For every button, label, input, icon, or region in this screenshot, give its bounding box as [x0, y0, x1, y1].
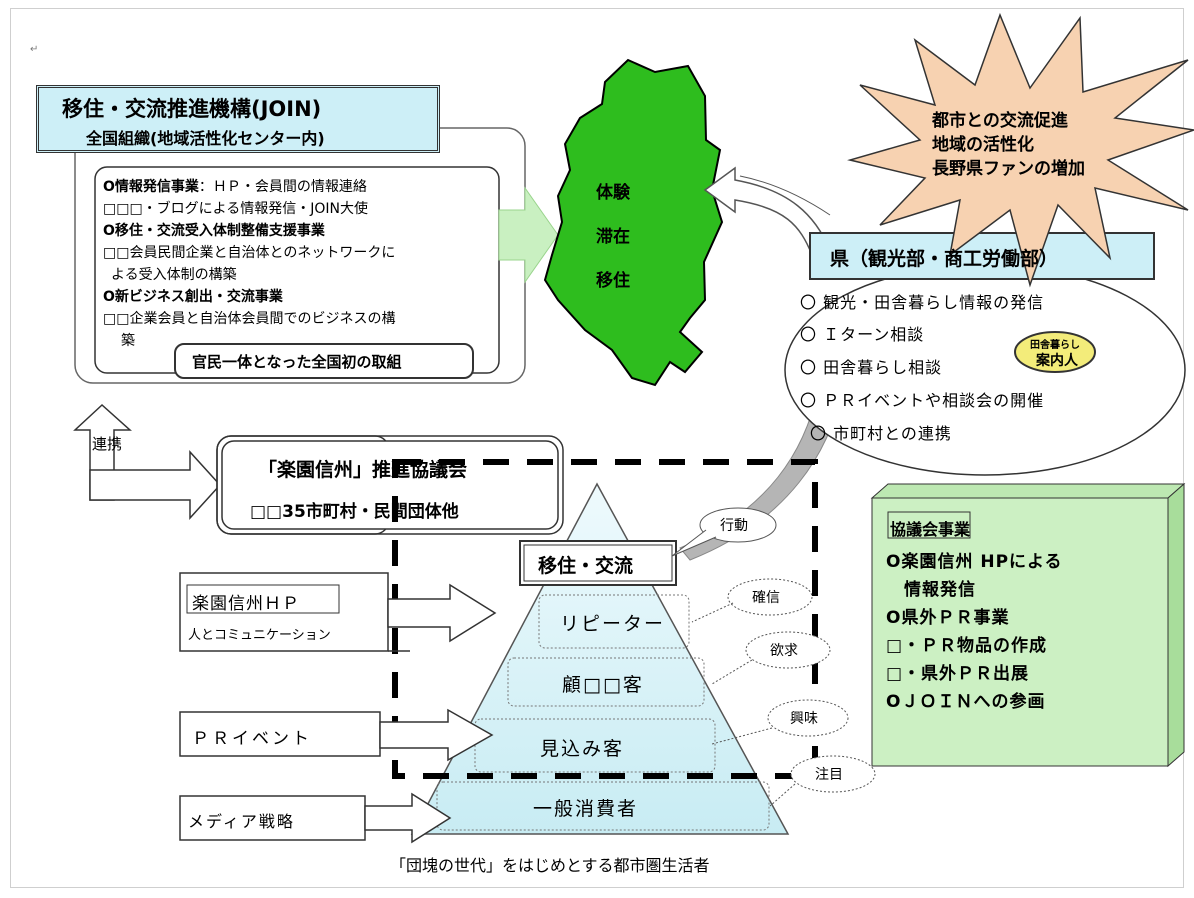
pyramid-level-4: 一般消費者 [533, 798, 639, 820]
guide-badge-line-2: 案内人 [1036, 353, 1078, 369]
nagano-map-shape [543, 58, 724, 387]
join-content: O情報発信事業：ＨＰ・会員間の情報連絡 □□□・ブログによる情報発信・JOIN大… [103, 176, 495, 352]
join-line-7: □□企業会員と自治体会員間でのビジネスの構 [103, 311, 396, 327]
hp-channel-sub: 人とコミュニケーション [188, 628, 331, 643]
prefecture-title: 県（観光部・商工労働部） [830, 248, 1059, 270]
bubble-attention: 注目 [815, 767, 843, 783]
starburst-line-2: 地域の活性化 [932, 135, 1034, 155]
renkei-right-arrow [89, 450, 222, 520]
prefecture-item-3: 〇 田舎暮らし相談 [800, 358, 943, 377]
join-line-2: □□□・ブログによる情報発信・JOIN大使 [103, 201, 369, 217]
starburst-line-3: 長野県ファンの増加 [932, 159, 1085, 179]
council-box-line-4: □・ＰＲ物品の作成 [886, 636, 1048, 656]
map-label-3: 移住 [596, 271, 630, 291]
council-box-line-5: □・県外ＰＲ出展 [886, 664, 1030, 684]
join-line-4: □□会員民間企業と自治体とのネットワークに [103, 245, 396, 261]
join-title-box [36, 85, 440, 153]
hp-title-box [186, 584, 340, 614]
hp-channel-title: 楽園信州ＨＰ [192, 594, 300, 614]
pyramid [410, 482, 790, 835]
council-activity-box [871, 497, 1169, 767]
join-line-6: O新ビジネス創出・交流事業 [103, 289, 283, 305]
council-box-title: 協議会事業 [890, 520, 971, 539]
level-box-4 [436, 781, 770, 831]
join-title: 移住・交流推進機構(JOIN) [62, 97, 322, 121]
event-channel-box [179, 711, 381, 757]
figure-frame [10, 8, 1184, 888]
pyramid-top-label: 移住・交流 [538, 555, 634, 577]
prefecture-item-1: 〇 観光・田舎暮らし情報の発信 [800, 293, 1045, 312]
guide-badge-line-1: 田舎暮らし [1030, 340, 1080, 351]
prefecture-item-2: 〇 Ｉターン相談 [800, 325, 925, 344]
renkei-label: 連携 [92, 435, 123, 453]
join-subtitle: 全国組織(地域活性化センター内) [86, 129, 325, 148]
guide-badge-ellipse [1014, 331, 1096, 373]
council-subtitle: □□35市町村・民間団体他 [250, 502, 459, 522]
starburst-line-1: 都市との交流促進 [932, 111, 1068, 131]
join-line-1: O情報発信事業：ＨＰ・会員間の情報連絡 [103, 179, 367, 195]
media-channel-label: メディア戦略 [188, 812, 295, 831]
level-box-1 [538, 594, 690, 649]
map-label-1: 体験 [596, 183, 630, 203]
council-box-line-2: 情報発信 [886, 580, 976, 600]
bubble-action: 行動 [720, 518, 748, 534]
join-line-8: 築 [121, 333, 135, 349]
council-box-3d-side [1167, 482, 1185, 768]
dashed-focus-frame [392, 459, 818, 779]
join-footer-box [174, 343, 474, 379]
pyramid-level-1: リピーター [560, 613, 666, 635]
bubble-interest: 興味 [790, 711, 818, 727]
media-channel-box [179, 795, 366, 841]
starburst-shape [847, 12, 1194, 288]
prefecture-item-4: 〇 ＰＲイベントや相談会の開催 [800, 391, 1045, 410]
council-box-3d-top [870, 483, 1186, 499]
council-box-line-1: O楽園信州 HPによる [886, 552, 1063, 572]
level-box-2 [507, 657, 705, 707]
join-footer: 官民一体となった全国初の取組 [192, 353, 402, 371]
join-line-3: O移住・交流受入体制整備支援事業 [103, 223, 325, 239]
pyramid-caption: 「団塊の世代」をはじめとする都市圏生活者 [390, 856, 710, 875]
bubble-conviction: 確信 [752, 590, 780, 606]
council-box-line-6: OＪＯＩＮへの参画 [886, 692, 1046, 712]
council-box-line-3: O県外ＰＲ事業 [886, 608, 1010, 628]
pyramid-level-3: 見込み客 [540, 738, 625, 760]
pyramid-level-2: 顧□□客 [562, 674, 644, 696]
return-mark: ↵ [30, 44, 39, 55]
prefecture-to-map-arrow [703, 166, 832, 256]
prefecture-item-5: 〇 市町村との連携 [810, 424, 952, 443]
event-channel-label: ＰＲイベント [192, 729, 312, 749]
map-label-2: 滞在 [596, 227, 630, 247]
join-line-5: よる受入体制の構築 [111, 267, 237, 283]
join-to-map-arrow [498, 186, 559, 284]
council-title: 「楽園信州」推進協議会 [258, 459, 468, 481]
bubble-desire: 欲求 [770, 643, 798, 659]
